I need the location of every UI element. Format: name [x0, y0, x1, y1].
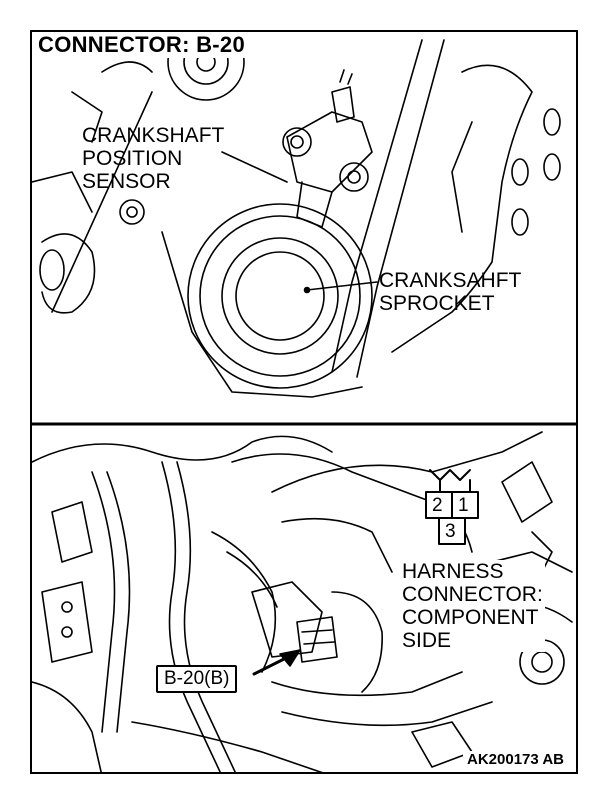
diagram-frame: CONNECTOR: B-20 CRANKSHAFT POSITION SENS… — [30, 30, 578, 774]
crank-sensor-art — [282, 69, 373, 228]
pin-2: 2 — [432, 495, 443, 516]
label-crankshaft-sprocket: CRANKSAHFT SPROCKET — [379, 269, 522, 315]
label-harness-connector: HARNESS CONNECTOR: COMPONENT SIDE — [400, 560, 545, 652]
pin-3: 3 — [445, 521, 456, 542]
leader-sprocket — [306, 281, 378, 291]
leader-sensor — [221, 151, 288, 183]
label-crankshaft-position-sensor: CRANKSHAFT POSITION SENSOR — [82, 124, 225, 193]
top-engine-drawing — [32, 32, 561, 398]
connector-arrow-head — [279, 649, 301, 667]
connector-callout: B-20(B) — [156, 665, 238, 693]
harness-connector-symbol — [425, 469, 479, 545]
pin-1: 1 — [458, 495, 469, 516]
b20-connector-art — [296, 616, 338, 663]
figure-code: AK200173 AB — [463, 751, 568, 768]
page-title: CONNECTOR: B-20 — [34, 32, 250, 58]
crankshaft-sprocket-art — [187, 203, 373, 389]
